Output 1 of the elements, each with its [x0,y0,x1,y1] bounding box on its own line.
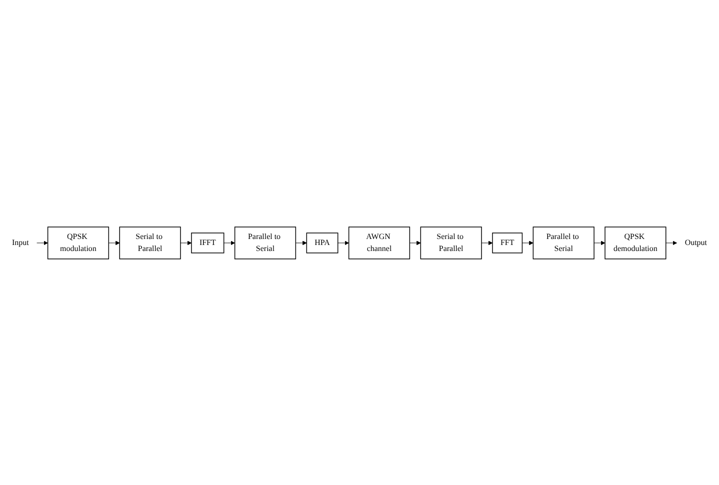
arrow [295,240,307,245]
